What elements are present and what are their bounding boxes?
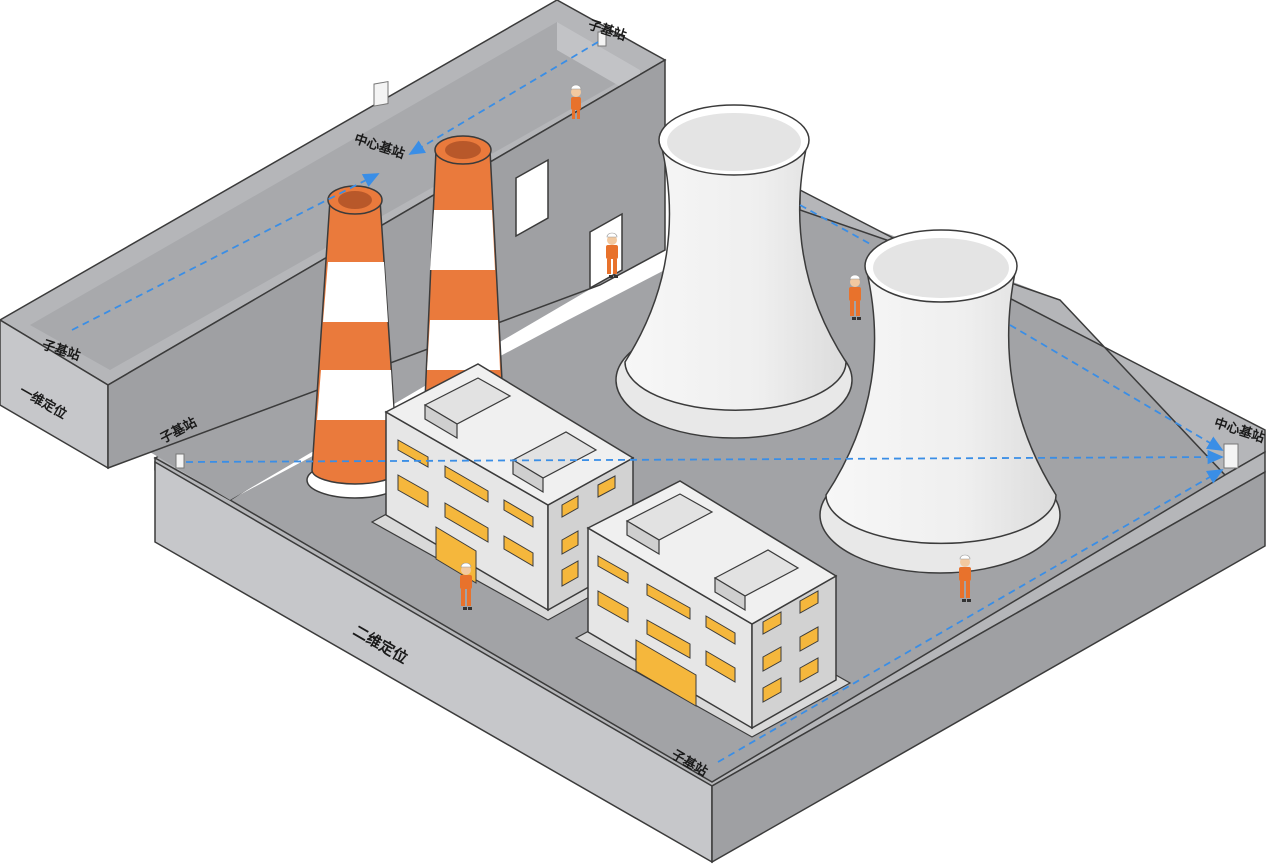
center-station-device: [1223, 443, 1239, 469]
sub-station-device: [175, 453, 185, 469]
chimney-right: [424, 135, 504, 401]
worker-icon: [959, 554, 971, 602]
base-station-devices: [175, 31, 1239, 469]
cooling-tower-front: [819, 229, 1061, 574]
sub-station-device: [597, 31, 607, 47]
worker-icon: [849, 274, 861, 320]
worker-icon: [570, 84, 582, 119]
center-station-device: [373, 80, 389, 107]
building-front: [574, 480, 852, 738]
signal-lines: [71, 41, 1224, 763]
door-1: [515, 158, 549, 238]
workers: [460, 84, 971, 610]
worker-icon: [606, 232, 618, 278]
cooling-tower-back: [615, 104, 853, 439]
worker-icon: [460, 562, 472, 610]
chimney-left: [306, 185, 404, 499]
